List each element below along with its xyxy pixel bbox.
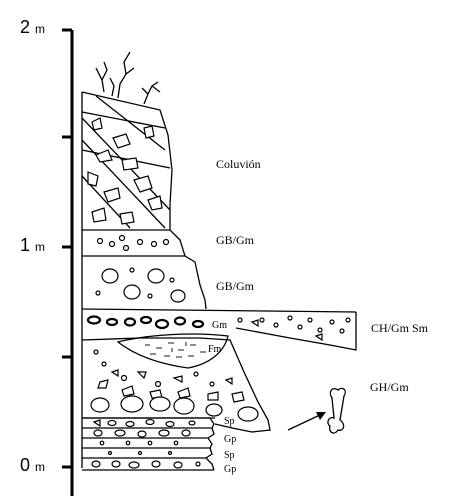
label-ch-gm-sm: CH/Gm Sm (371, 321, 429, 335)
label-fm: Fm (208, 344, 222, 355)
label-gp-upper: Gp (224, 434, 236, 445)
label-gb-gm-lower: GB/Gm (216, 279, 255, 293)
label-gp-lower: Gp (224, 464, 236, 475)
gb-gm-lower-layer (96, 268, 185, 302)
root-marks (96, 52, 160, 104)
label-gb-gm-upper: GB/Gm (216, 233, 255, 247)
label-sp-upper: Sp (224, 416, 235, 427)
coluvion-layer (82, 52, 170, 228)
gb-gm-upper-layer (98, 236, 169, 251)
bone-find-marker (288, 388, 345, 433)
bone-icon (328, 388, 345, 433)
facies-labels: Coluvión GB/Gm GB/Gm CH/Gm Sm Gm Fm GH/G… (208, 157, 429, 475)
label-sp-lower: Sp (224, 450, 235, 461)
label-gm: Gm (212, 320, 227, 331)
lower-thin-beds (82, 418, 214, 470)
label-coluvion: Coluvión (216, 157, 261, 171)
gh-gm-layer (82, 350, 258, 421)
label-gh-gm: GH/Gm (370, 380, 409, 394)
